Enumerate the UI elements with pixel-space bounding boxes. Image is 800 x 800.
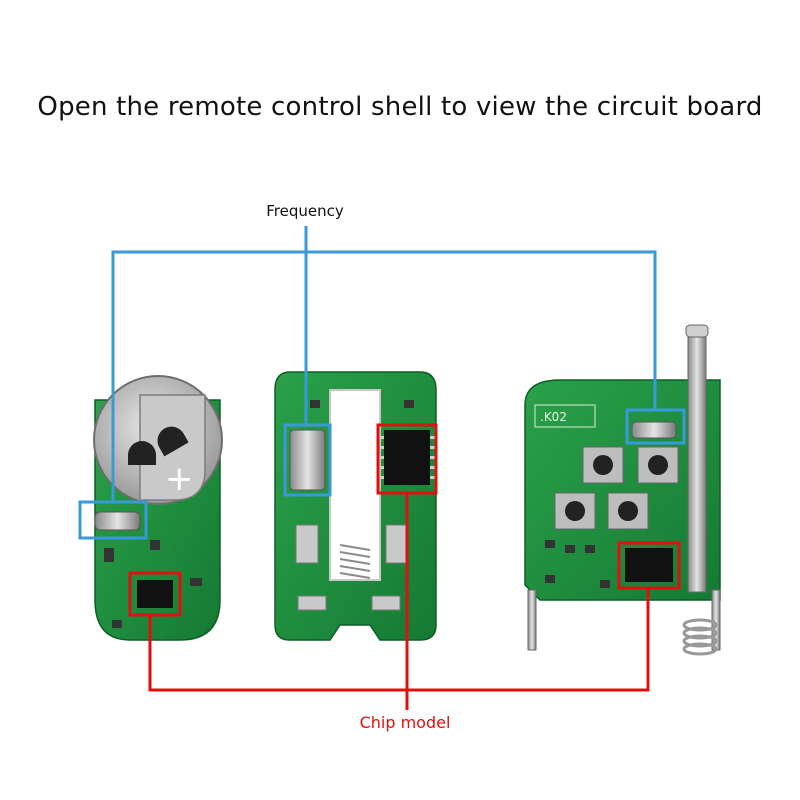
chip-box-1 <box>128 571 182 617</box>
board-marking: .K02 <box>540 410 567 424</box>
chip-ic <box>384 430 430 485</box>
chip-model-label: Chip model <box>359 713 451 732</box>
coin-cell-board: + <box>93 375 223 641</box>
chip-model-callouts <box>128 423 681 710</box>
chip-ic <box>137 580 173 608</box>
dual-button-board <box>274 371 437 641</box>
frequency-callouts <box>78 226 686 540</box>
frequency-label: Frequency <box>266 202 344 220</box>
chip-ic <box>625 548 673 582</box>
tactile-buttons <box>554 446 679 530</box>
crystal-component <box>289 429 326 491</box>
battery-spring <box>682 618 718 656</box>
crystal-component <box>94 511 141 531</box>
plus-mark: + <box>165 459 194 499</box>
battery-slot <box>329 389 381 581</box>
telescopic-antenna <box>687 331 707 593</box>
spring <box>339 544 371 579</box>
antenna-board: .K02 <box>524 324 721 656</box>
crystal-component <box>631 421 677 439</box>
page-title: Open the remote control shell to view th… <box>37 92 763 122</box>
